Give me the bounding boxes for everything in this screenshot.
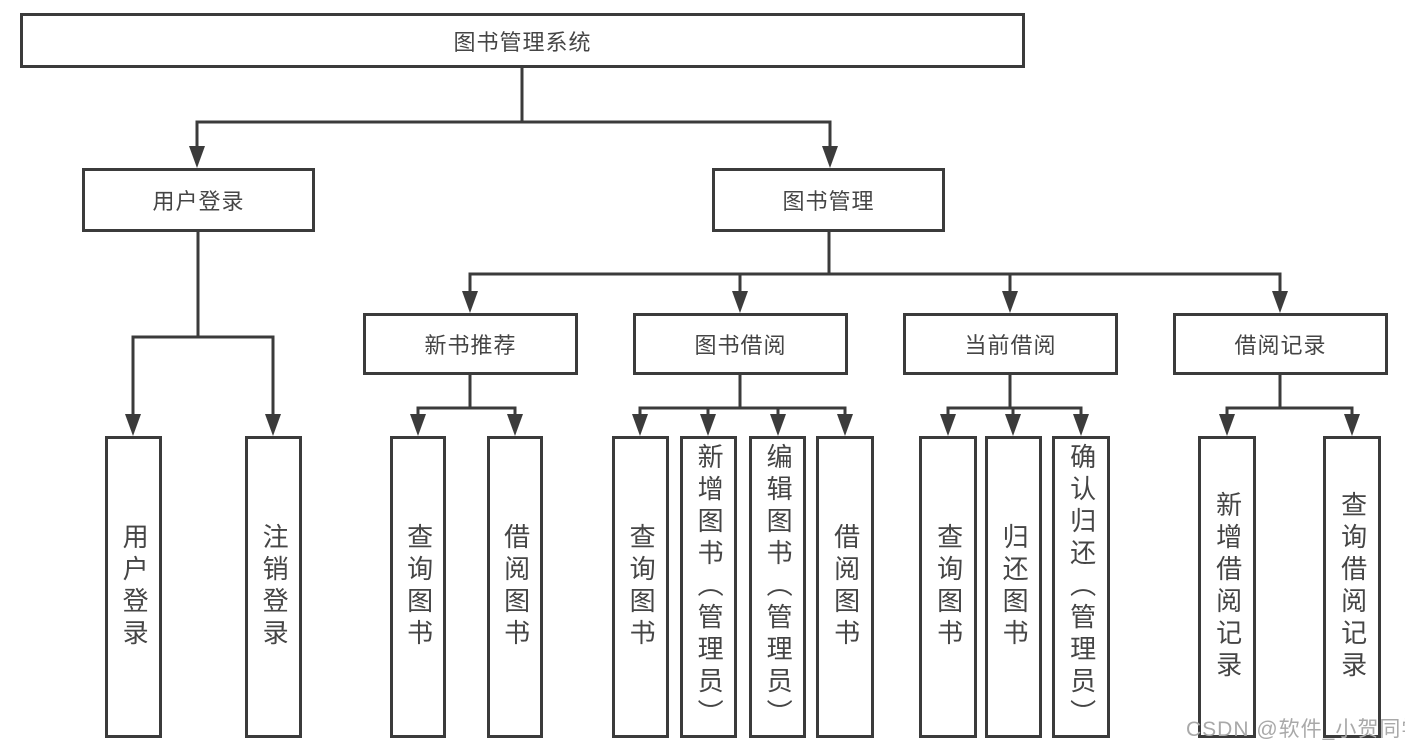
node-user-login: 用户登录 bbox=[82, 168, 315, 232]
node-current-borrowing: 当前借阅 bbox=[903, 313, 1118, 375]
leaf-confirm-return-admin: 确认归还（管理员） bbox=[1052, 436, 1110, 738]
leaf-query-books-borrowing-label: 查询图书 bbox=[626, 523, 657, 651]
leaf-borrow-books-recommend: 借阅图书 bbox=[487, 436, 543, 738]
leaf-logout: 注销登录 bbox=[245, 436, 302, 738]
leaf-query-books-current: 查询图书 bbox=[919, 436, 977, 738]
leaf-query-books-recommend: 查询图书 bbox=[390, 436, 446, 738]
leaf-query-books-current-label: 查询图书 bbox=[933, 523, 964, 651]
node-new-book-recommendation: 新书推荐 bbox=[363, 313, 578, 375]
leaf-edit-book-admin: 编辑图书（管理员） bbox=[749, 436, 806, 738]
node-book-borrowing: 图书借阅 bbox=[633, 313, 848, 375]
leaf-add-book-admin-label: 新增图书（管理员） bbox=[694, 443, 725, 731]
leaf-edit-book-admin-label: 编辑图书（管理员） bbox=[763, 443, 794, 731]
leaf-return-books-label: 归还图书 bbox=[999, 523, 1030, 651]
leaf-logout-label: 注销登录 bbox=[259, 523, 290, 651]
node-borrowing-records: 借阅记录 bbox=[1173, 313, 1388, 375]
leaf-borrow-books-recommend-label: 借阅图书 bbox=[500, 523, 531, 651]
leaf-query-books-recommend-label: 查询图书 bbox=[403, 523, 434, 651]
arrowheads bbox=[125, 146, 1360, 436]
leaf-query-borrow-record-label: 查询借阅记录 bbox=[1337, 491, 1368, 683]
leaf-user-login-label: 用户登录 bbox=[119, 523, 150, 651]
leaf-borrow-books-borrowing-label: 借阅图书 bbox=[830, 523, 861, 651]
leaf-add-book-admin: 新增图书（管理员） bbox=[680, 436, 737, 738]
node-library-management-system: 图书管理系统 bbox=[20, 13, 1025, 68]
leaf-confirm-return-admin-label: 确认归还（管理员） bbox=[1066, 443, 1097, 731]
leaf-query-books-borrowing: 查询图书 bbox=[612, 436, 669, 738]
node-book-management: 图书管理 bbox=[712, 168, 945, 232]
leaf-borrow-books-borrowing: 借阅图书 bbox=[816, 436, 874, 738]
leaf-add-borrow-record-label: 新增借阅记录 bbox=[1212, 491, 1243, 683]
leaf-add-borrow-record: 新增借阅记录 bbox=[1198, 436, 1256, 738]
leaf-query-borrow-record: 查询借阅记录 bbox=[1323, 436, 1381, 738]
csdn-watermark: CSDN @软件_小贺同学 bbox=[1186, 718, 1405, 741]
leaf-user-login: 用户登录 bbox=[105, 436, 162, 738]
leaf-return-books: 归还图书 bbox=[985, 436, 1042, 738]
